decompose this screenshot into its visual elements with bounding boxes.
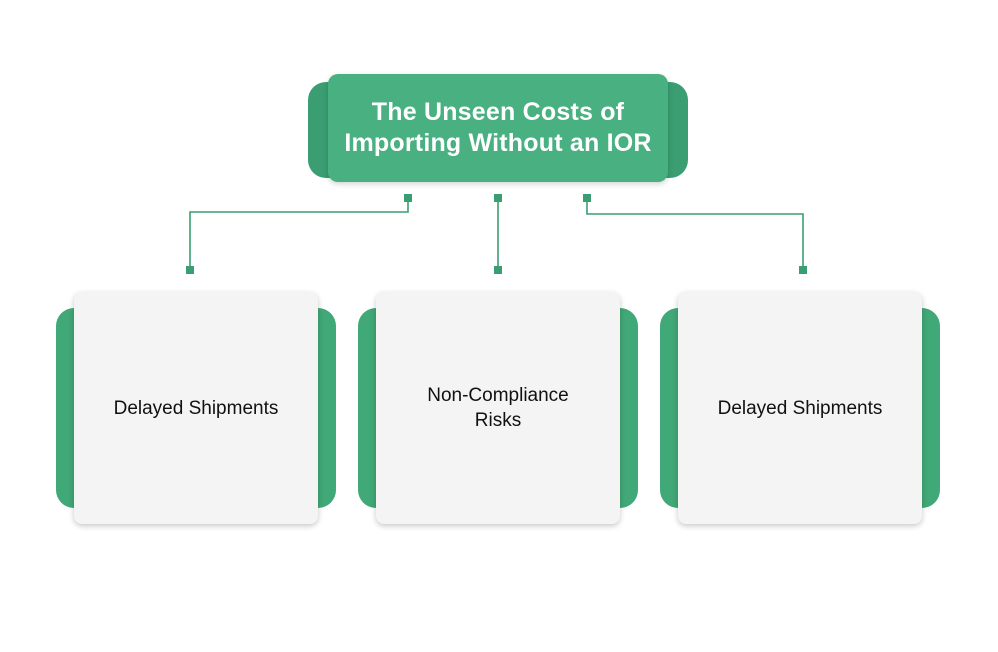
connector-node — [186, 266, 194, 274]
connector-node — [404, 194, 412, 202]
title-line-1: The Unseen Costs of — [371, 98, 625, 126]
card-delayed-shipments-1: Delayed Shipments — [56, 292, 336, 526]
card-label: Non-Compliance Risks — [427, 385, 569, 431]
card-label: Delayed Shipments — [717, 397, 883, 419]
card-box: Delayed Shipments — [74, 292, 318, 524]
card-box: Delayed Shipments — [678, 292, 922, 524]
title-line-2: Importing Without an IOR — [344, 129, 652, 157]
card-delayed-shipments-2: Delayed Shipments — [660, 292, 940, 526]
connector-node — [799, 266, 807, 274]
connector-node — [583, 194, 591, 202]
connector-node — [494, 266, 502, 274]
card-box: Non-Compliance Risks — [376, 292, 620, 524]
card-non-compliance-risks: Non-Compliance Risks — [358, 292, 638, 526]
connector-right — [586, 198, 804, 270]
connector-left — [189, 198, 409, 270]
connector-node — [494, 194, 502, 202]
card-label: Delayed Shipments — [113, 397, 279, 419]
title-box: The Unseen Costs of Importing Without an… — [328, 74, 668, 182]
title-node: The Unseen Costs of Importing Without an… — [308, 74, 688, 186]
